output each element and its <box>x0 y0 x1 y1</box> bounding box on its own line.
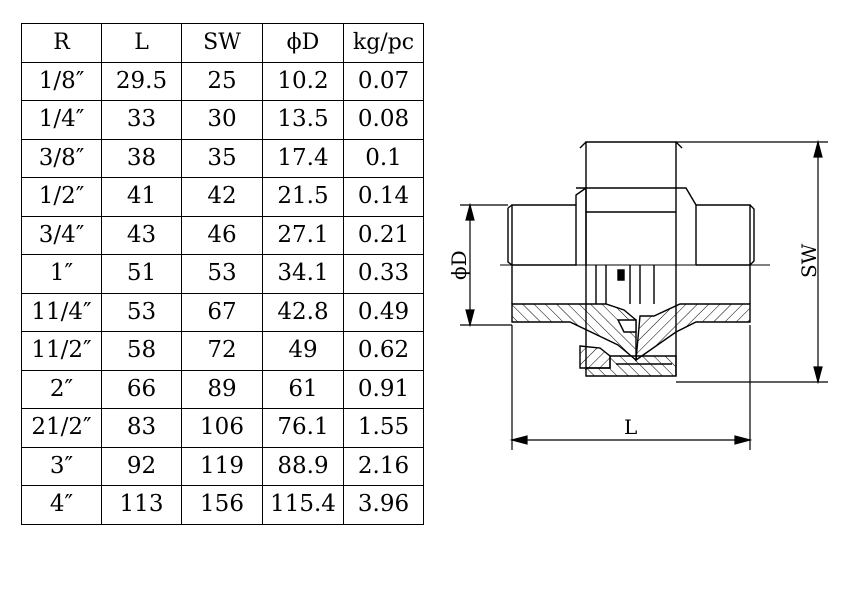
cell-l: 29.5 <box>101 61 182 101</box>
label-diameter: ϕD <box>447 250 471 280</box>
cell-sw: 119 <box>181 446 263 486</box>
header-sw: SW <box>181 23 263 63</box>
cell-r: 11/4″ <box>21 292 102 332</box>
cell-r: 3″ <box>21 446 102 486</box>
cell-diameter: 13.5 <box>262 100 344 140</box>
cell-diameter: 10.2 <box>262 61 344 101</box>
cell-l: 38 <box>101 138 182 178</box>
cell-l: 51 <box>101 254 182 294</box>
label-l: L <box>624 415 637 439</box>
cell-l: 33 <box>101 100 182 140</box>
header-r: R <box>21 23 102 63</box>
cell-diameter: 61 <box>262 369 344 409</box>
fitting-upper-body <box>507 141 755 266</box>
union-fitting-drawing: ϕD SW L <box>447 139 828 450</box>
cell-diameter: 34.1 <box>262 254 344 294</box>
cell-r: 1/2″ <box>21 177 102 217</box>
cell-l: 43 <box>101 215 182 255</box>
cell-r: 3/4″ <box>21 215 102 255</box>
cell-weight: 1.55 <box>343 408 424 448</box>
cell-r: 11/2″ <box>21 331 102 371</box>
table-header-row: R L SW ϕD kg/pc <box>21 23 424 63</box>
cell-r: 2″ <box>21 369 102 409</box>
cell-sw: 156 <box>181 485 263 525</box>
cell-weight: 0.33 <box>343 254 424 294</box>
cell-sw: 46 <box>181 215 263 255</box>
dimension-d <box>460 202 512 328</box>
cell-r: 1/4″ <box>21 100 102 140</box>
header-weight: kg/pc <box>343 23 424 63</box>
cell-sw: 72 <box>181 331 263 371</box>
cell-sw: 42 <box>181 177 263 217</box>
cell-l: 92 <box>101 446 182 486</box>
cell-diameter: 49 <box>262 331 344 371</box>
cell-l: 41 <box>101 177 182 217</box>
cell-weight: 0.49 <box>343 292 424 332</box>
cell-weight: 0.1 <box>343 138 424 178</box>
cell-sw: 89 <box>181 369 263 409</box>
cell-weight: 3.96 <box>343 485 424 525</box>
cell-r: 3/8″ <box>21 138 102 178</box>
cell-r: 21/2″ <box>21 408 102 448</box>
cell-sw: 25 <box>181 61 263 101</box>
cell-weight: 0.62 <box>343 331 424 371</box>
dimension-l <box>509 325 753 450</box>
cell-diameter: 88.9 <box>262 446 344 486</box>
cell-l: 113 <box>101 485 182 525</box>
cell-l: 66 <box>101 369 182 409</box>
cell-weight: 2.16 <box>343 446 424 486</box>
cell-diameter: 76.1 <box>262 408 344 448</box>
cell-diameter: 21.5 <box>262 177 344 217</box>
cell-weight: 0.21 <box>343 215 424 255</box>
cell-r: 4″ <box>21 485 102 525</box>
cell-diameter: 115.4 <box>262 485 344 525</box>
fitting-section <box>511 265 751 377</box>
cell-diameter: 17.4 <box>262 138 344 178</box>
cell-r: 1/8″ <box>21 61 102 101</box>
cell-l: 53 <box>101 292 182 332</box>
cell-weight: 0.91 <box>343 369 424 409</box>
cell-sw: 53 <box>181 254 263 294</box>
cell-l: 58 <box>101 331 182 371</box>
cell-l: 83 <box>101 408 182 448</box>
cell-sw: 67 <box>181 292 263 332</box>
cell-weight: 0.07 <box>343 61 424 101</box>
cell-sw: 106 <box>181 408 263 448</box>
cell-sw: 35 <box>181 138 263 178</box>
cell-diameter: 42.8 <box>262 292 344 332</box>
cell-r: 1″ <box>21 254 102 294</box>
label-sw: SW <box>797 243 821 278</box>
header-diameter: ϕD <box>262 23 344 63</box>
cell-sw: 30 <box>181 100 263 140</box>
header-l: L <box>101 23 182 63</box>
cell-weight: 0.14 <box>343 177 424 217</box>
dimension-sw <box>676 139 828 385</box>
cell-diameter: 27.1 <box>262 215 344 255</box>
cell-weight: 0.08 <box>343 100 424 140</box>
